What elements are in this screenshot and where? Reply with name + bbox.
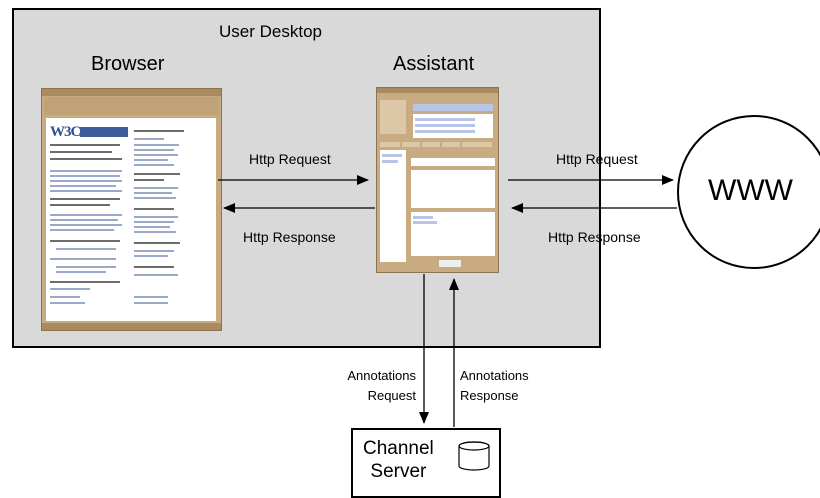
www-label: WWW [708, 174, 793, 207]
browser-statusbar [42, 323, 221, 330]
channel-server-label: Channel Server [363, 438, 434, 482]
database-icon [458, 441, 490, 471]
label-http-request-left: Http Request [249, 151, 331, 167]
label-annotations-request: Annotations Request [347, 368, 416, 403]
w3c-banner [80, 127, 128, 137]
flow-arrows [218, 175, 677, 427]
user-desktop-title: User Desktop [219, 22, 322, 41]
assistant-screenshot [376, 87, 499, 273]
w3c-logo: W3C [50, 124, 81, 140]
assistant-title: Assistant [393, 53, 475, 75]
label-http-response-right: Http Response [548, 229, 641, 245]
browser-title: Browser [91, 53, 165, 75]
browser-toolbar [44, 97, 219, 115]
label-http-response-left: Http Response [243, 229, 336, 245]
label-annotations-response: Annotations Response [460, 368, 529, 403]
www-node [677, 115, 820, 269]
browser-page: W3C [46, 118, 216, 321]
browser-titlebar [42, 89, 221, 96]
browser-screenshot: W3C [41, 88, 222, 331]
label-http-request-right: Http Request [556, 151, 638, 167]
